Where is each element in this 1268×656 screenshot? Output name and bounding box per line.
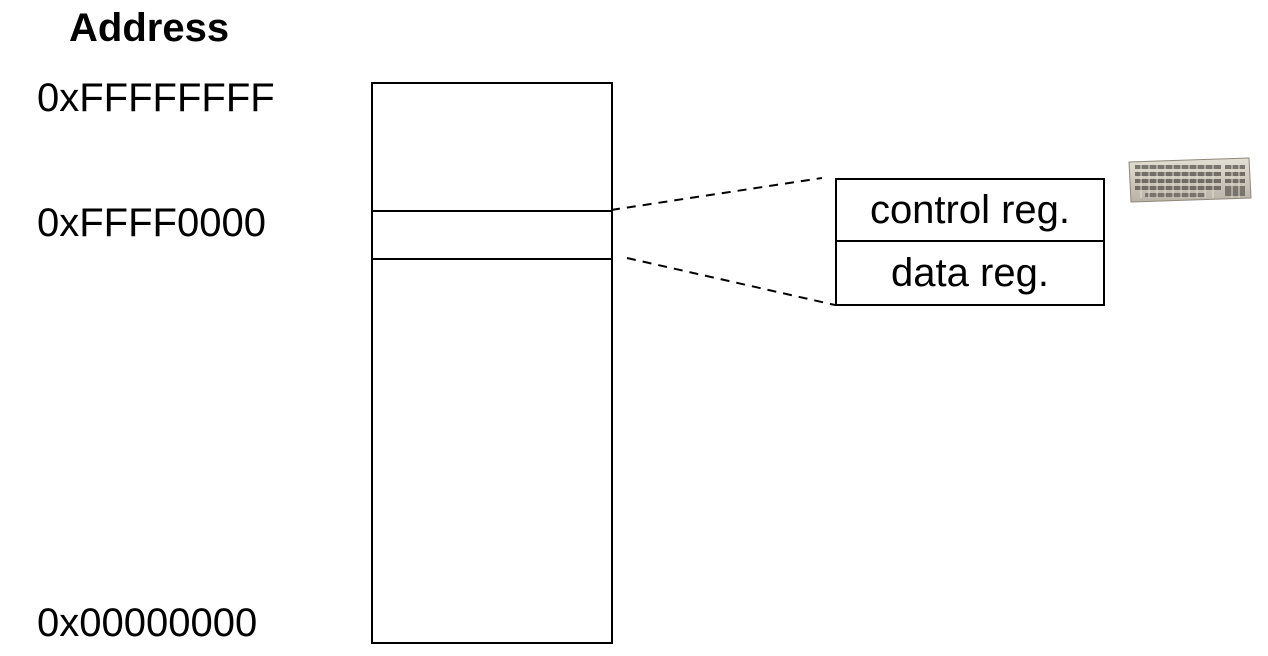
data-register: data reg. [835,240,1105,306]
memory-map [371,82,613,644]
connector-upper [610,177,823,211]
address-top: 0xFFFFFFFF [37,76,275,120]
connector-lower [626,257,836,306]
device-region-top-border [373,210,611,212]
keyboard-icon [1128,157,1252,203]
address-heading: Address [69,6,230,50]
device-region-bottom-border [373,258,611,260]
address-bottom: 0x00000000 [37,601,258,645]
address-device: 0xFFFF0000 [37,201,266,245]
data-register-label: data reg. [891,251,1049,295]
control-register: control reg. [835,178,1105,242]
control-register-label: control reg. [869,188,1071,232]
